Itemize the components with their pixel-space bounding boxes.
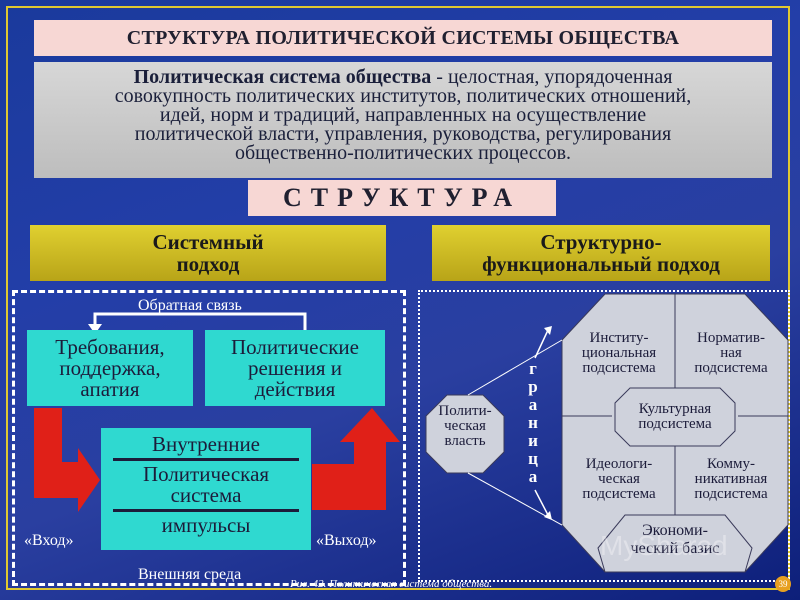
- power-line2: ческая: [444, 418, 486, 434]
- definition-line-2: совокупность политических институтов, по…: [114, 85, 692, 107]
- slide-title: СТРУКТУРА ПОЛИТИЧЕСКОЙ СИСТЕМЫ ОБЩЕСТВА: [34, 20, 772, 56]
- power-line1: Полити-: [438, 403, 492, 419]
- boundary-line-top: [534, 329, 549, 359]
- ideological-line2: ческая: [598, 471, 640, 487]
- definition-line-4: политической власти, управления, руковод…: [134, 123, 672, 145]
- definition-term: Политическая система общества: [133, 66, 432, 88]
- border-letter: ц: [528, 449, 538, 468]
- demands-line2: поддержка,: [59, 355, 161, 380]
- decisions-line2: решения и: [248, 355, 342, 380]
- demands-line3: апатия: [80, 376, 140, 401]
- feedback-arrowhead: [88, 324, 102, 334]
- systemic-diagram-frame: [12, 290, 406, 586]
- decisions-line1: Политические: [230, 334, 359, 359]
- functional-approach-heading: Структурно-функциональный подход: [432, 225, 770, 281]
- systemic-heading-line1: Системный: [152, 230, 264, 254]
- demands-box: Требования, поддержка, апатия: [27, 330, 193, 406]
- border-letter: а: [528, 467, 538, 486]
- institutional-subsystem: Институ- циональная подсистема: [566, 331, 672, 376]
- border-letter: и: [528, 431, 538, 450]
- power-link-top: [467, 339, 563, 396]
- border-letter: р: [528, 377, 538, 396]
- normative-subsystem: Норматив- ная подсистема: [678, 331, 784, 376]
- decisions-line3: действия: [254, 376, 336, 401]
- cultural-line1: Культурная: [638, 401, 712, 417]
- border-label: г р а н и ц а: [523, 360, 543, 486]
- communicative-line1: Комму-: [707, 456, 755, 472]
- cultural-line2: подсистема: [638, 416, 712, 432]
- ideological-subsystem: Идеологи- ческая подсистема: [566, 457, 672, 502]
- internal-label: Внутренние: [151, 432, 261, 456]
- border-letter: а: [528, 395, 538, 414]
- functional-heading-line2: функциональный подход: [482, 252, 720, 276]
- cultural-octagon: [614, 387, 736, 447]
- systemic-heading-line2: подход: [176, 252, 240, 276]
- border-letter: г: [529, 359, 537, 378]
- institutional-line3: подсистема: [582, 360, 656, 376]
- divider-top: [113, 458, 299, 461]
- watermark-logo: MyShared: [600, 530, 728, 561]
- divider-bottom: [113, 509, 299, 512]
- impulses-label: импульсы: [161, 513, 251, 537]
- functional-heading-line1: Структурно-: [540, 230, 662, 254]
- figure-caption: Рис. 42. Политическая система общества.: [290, 578, 493, 590]
- definition-line-5: общественно-политических процессов.: [234, 142, 572, 164]
- economic-region: [597, 514, 753, 573]
- economic-line1: Экономи-: [642, 522, 708, 539]
- institutional-line1: Институ-: [589, 330, 649, 346]
- communicative-line2: никативная: [694, 471, 768, 487]
- political-system-box: Внутренние Политическая система импульсы: [101, 428, 311, 550]
- normative-line1: Норматив-: [697, 330, 765, 346]
- normative-line2: ная: [720, 345, 742, 361]
- communicative-line3: подсистема: [694, 486, 768, 502]
- communicative-subsystem: Комму- никативная подсистема: [678, 457, 784, 502]
- cultural-subsystem: Культурная подсистема: [618, 402, 732, 432]
- functional-diagram-frame: [418, 290, 790, 582]
- demands-line1: Требования,: [55, 334, 165, 359]
- boundary-arrow-top: [544, 326, 552, 335]
- output-label: «Выход»: [316, 532, 377, 549]
- feedback-label: Обратная связь: [138, 297, 242, 314]
- page-number-badge: 39: [775, 576, 791, 592]
- economic-basis: Экономи- ческий базис: [610, 522, 740, 558]
- ideological-line1: Идеологи-: [585, 456, 653, 472]
- definition-line-1: - целостная, упорядоченная: [431, 66, 673, 88]
- output-arrow: [312, 408, 400, 510]
- power-octagon: [425, 394, 505, 474]
- power-line3: власть: [444, 433, 486, 449]
- normative-line3: подсистема: [694, 360, 768, 376]
- boundary-arrow-bottom: [544, 511, 552, 520]
- economic-line2: ческий базис: [630, 540, 720, 557]
- environment-label: Внешняя среда: [138, 566, 242, 583]
- feedback-line: [93, 312, 307, 330]
- system-label-line2: система: [170, 483, 242, 507]
- definition-box: Политическая система общества - целостна…: [34, 62, 772, 178]
- ideological-line3: подсистема: [582, 486, 656, 502]
- boundary-line-bottom: [534, 489, 549, 516]
- institutional-line2: циональная: [581, 345, 657, 361]
- input-label: «Вход»: [24, 532, 74, 549]
- border-letter: н: [528, 413, 538, 432]
- input-arrow: [34, 408, 100, 512]
- structure-banner: СТРУКТУРА: [248, 180, 556, 216]
- definition-line-3: идей, норм и традиций, направленных на о…: [159, 104, 647, 126]
- power-label: Полити- ческая власть: [430, 404, 500, 449]
- system-label-line1: Политическая: [142, 462, 270, 486]
- decisions-box: Политические решения и действия: [205, 330, 385, 406]
